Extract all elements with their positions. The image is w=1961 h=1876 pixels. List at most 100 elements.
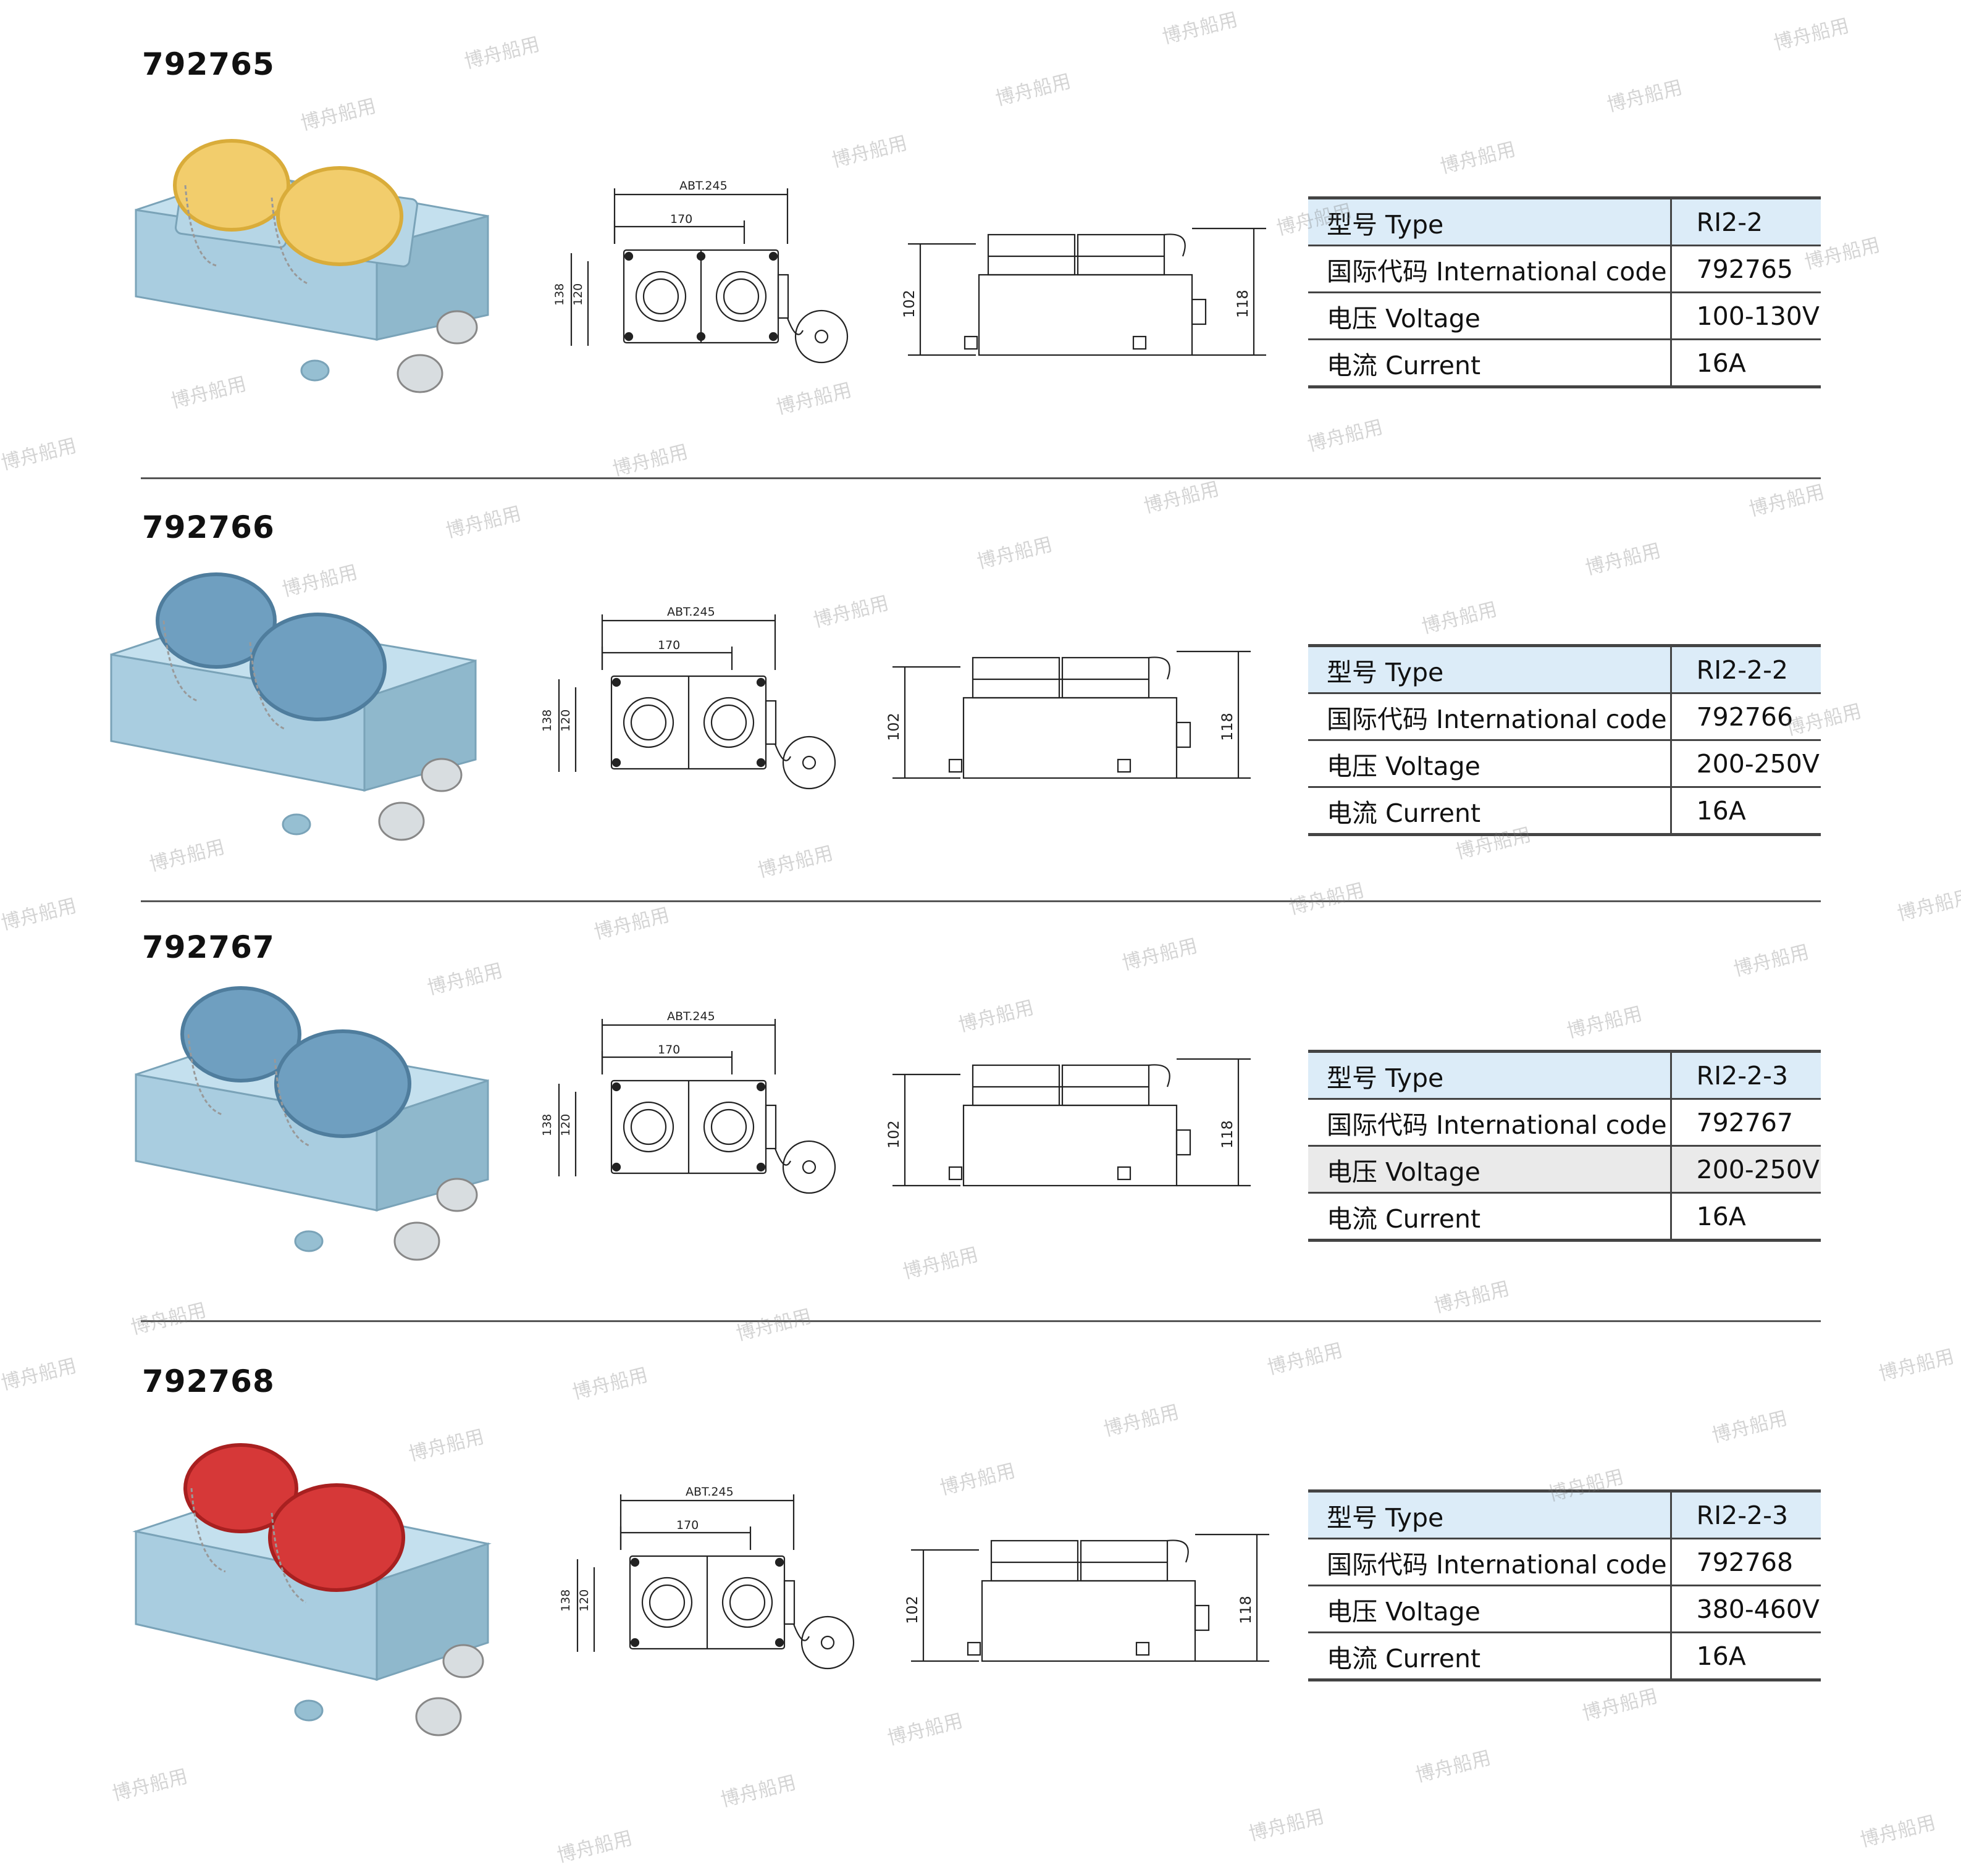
watermark-text: 博舟船用: [462, 33, 542, 73]
dim-label-overall-width: ABT.245: [686, 1485, 734, 1499]
product-photo-socket-box: [132, 1443, 492, 1736]
socket-cap-left: [180, 986, 301, 1082]
product-code-title: 792767: [142, 929, 275, 965]
dim-label-side-high: 118: [1219, 713, 1236, 741]
dim-label-inner-width: 170: [658, 1043, 680, 1057]
side-view-drawing: 102 118: [885, 650, 1251, 779]
watermark-text: 博舟船用: [975, 533, 1055, 574]
watermark-text: 博舟船用: [1747, 480, 1827, 521]
watermark-text: 博舟船用: [956, 996, 1036, 1037]
watermark-text: 博舟船用: [555, 1827, 635, 1867]
dim-label-inner-width: 170: [658, 639, 680, 652]
watermark-text: 博舟船用: [755, 842, 836, 882]
watermark-text: 博舟船用: [1731, 940, 1812, 981]
socket-cap-left: [183, 1443, 298, 1533]
watermark-text: 博舟船用: [993, 70, 1073, 111]
dim-label-outer-height: 138: [540, 1114, 554, 1136]
watermark-text: 博舟船用: [1287, 879, 1367, 919]
product-photo-socket-box: [135, 986, 489, 1261]
watermark-text: 博舟船用: [829, 132, 910, 172]
socket-cap-right: [268, 1483, 405, 1592]
watermark-text: 博舟船用: [885, 1709, 965, 1750]
section-divider: [141, 1320, 1821, 1322]
dim-label-overall-width: ABT.245: [679, 179, 728, 193]
product-code-title: 792765: [142, 46, 275, 82]
socket-cap-right: [274, 1029, 411, 1138]
product-code-title: 792766: [142, 509, 275, 545]
watermark-text: 博舟船用: [1160, 8, 1240, 49]
watermark-text: 博舟船用: [128, 1299, 209, 1339]
watermark-text: 博舟船用: [938, 1459, 1018, 1500]
watermark-text: 博舟船用: [570, 1363, 650, 1404]
watermark-text: 博舟船用: [734, 1305, 814, 1346]
product-photo-socket-box: [135, 139, 489, 393]
product-photo-socket-box: [110, 572, 477, 841]
socket-cap-left: [156, 572, 277, 669]
dim-label-outer-height: 138: [540, 710, 554, 732]
dim-label-side-high: 118: [1234, 290, 1251, 318]
watermark-text: 博舟船用: [110, 1765, 190, 1806]
dim-label-side-low: 102: [904, 1596, 921, 1624]
watermark-text: 博舟船用: [1120, 934, 1200, 975]
watermark-text: 博舟船用: [610, 440, 691, 481]
watermark-text: 博舟船用: [1858, 1811, 1938, 1852]
watermark-text: 博舟船用: [1419, 598, 1500, 639]
dim-label-inner-height: 120: [559, 1114, 573, 1136]
product-code-title: 792768: [142, 1363, 275, 1399]
watermark-text: 博舟船用: [298, 94, 379, 135]
socket-cap-left: [173, 139, 290, 232]
dim-label-side-low: 102: [885, 1120, 902, 1149]
dim-label-side-high: 118: [1237, 1596, 1254, 1624]
watermark-text: 博舟船用: [1583, 539, 1663, 580]
watermark-text: 博舟船用: [1564, 1002, 1645, 1043]
dim-label-side-low: 102: [901, 290, 918, 318]
watermark-text: 博舟船用: [1246, 1805, 1327, 1846]
watermark-text: 博舟船用: [0, 1354, 79, 1395]
dim-label-outer-height: 138: [553, 283, 566, 306]
watermark-text: 博舟船用: [774, 379, 854, 419]
watermark-text: 博舟船用: [1895, 885, 1961, 926]
section-divider: [141, 900, 1821, 902]
watermark-text: 博舟船用: [1771, 14, 1852, 55]
dim-label-inner-height: 120: [571, 283, 585, 306]
front-view-drawing: ABT.245 170 138 120: [553, 179, 849, 364]
dim-label-overall-width: ABT.245: [667, 1010, 715, 1023]
front-view-drawing: ABT.245 170 138 120: [540, 1010, 836, 1194]
watermark-text: 博舟船用: [1101, 1401, 1182, 1441]
section-divider: [141, 477, 1821, 479]
side-view-drawing: 102 118: [885, 1058, 1251, 1187]
watermark-text: 博舟船用: [592, 903, 672, 944]
front-view-drawing: ABT.245 170 138 120: [540, 605, 836, 790]
side-view-drawing: 102 118: [904, 1533, 1269, 1662]
socket-cap-right: [276, 166, 403, 266]
watermark-text: 博舟船用: [1438, 138, 1518, 178]
front-view-drawing: ABT.245 170 138 120: [559, 1485, 855, 1670]
watermark-text: 博舟船用: [1265, 1339, 1345, 1380]
watermark-text: 博舟船用: [1580, 1685, 1660, 1725]
watermark-text: 博舟船用: [0, 894, 79, 935]
socket-cap-right: [250, 613, 387, 721]
side-view-drawing: 102 118: [901, 227, 1266, 356]
dim-label-outer-height: 138: [559, 1589, 573, 1612]
watermark-text: 博舟船用: [1305, 416, 1385, 456]
watermark-text: 博舟船用: [443, 502, 524, 543]
dim-label-inner-height: 120: [559, 710, 573, 732]
